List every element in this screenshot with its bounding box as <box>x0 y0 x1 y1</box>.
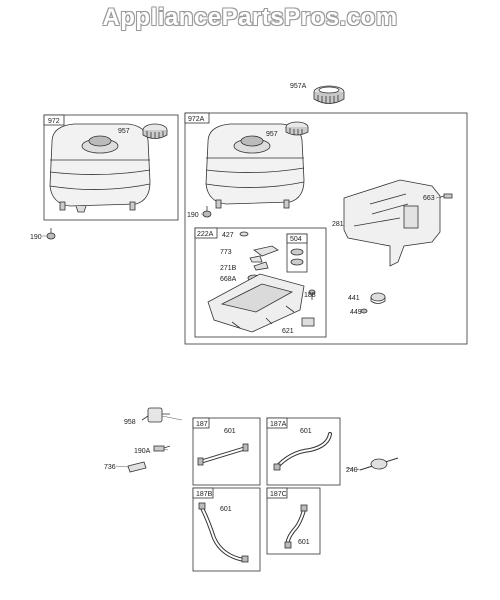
bolt-190-left <box>46 228 56 240</box>
clip-736 <box>127 461 147 473</box>
fuel-cap-957A <box>313 85 345 104</box>
label-957-right: 957 <box>266 131 278 138</box>
box-972-tag <box>43 114 65 126</box>
label-601-d: 601 <box>298 539 310 546</box>
label-427: 427 <box>222 232 234 239</box>
label-972A: 972A <box>188 116 205 123</box>
fuel-cap-957-right <box>285 121 309 136</box>
label-958: 958 <box>124 419 136 426</box>
nut-449 <box>360 308 368 314</box>
fuel-line-187 <box>197 443 249 466</box>
label-187A: 187A <box>270 421 287 428</box>
box-504-tag <box>286 233 308 244</box>
leader-lines <box>42 195 445 471</box>
label-621: 621 <box>282 328 294 335</box>
label-187: 187 <box>196 421 208 428</box>
label-222A: 222A <box>197 231 214 238</box>
label-281: 281 <box>332 221 344 228</box>
label-736: 736 <box>104 464 116 471</box>
box-187A <box>266 417 341 486</box>
clip-427 <box>239 231 249 237</box>
fuel-line-187A <box>273 432 332 471</box>
label-188: 188 <box>304 292 316 299</box>
spring-504 <box>290 248 304 266</box>
label-449: 449 <box>350 309 362 316</box>
fuel-line-187B <box>198 502 249 563</box>
grommet-621 <box>301 317 315 327</box>
label-601-b: 601 <box>300 428 312 435</box>
fuel-filter-240 <box>359 457 399 471</box>
fuel-line-187C <box>284 504 308 549</box>
screw-188 <box>308 289 316 300</box>
box-222A <box>194 227 327 338</box>
link-271B <box>253 261 269 271</box>
label-190A: 190A <box>134 448 151 455</box>
label-190-left: 190 <box>30 234 42 241</box>
label-504: 504 <box>290 236 302 243</box>
watermark: AppliancePartsPros.com <box>102 4 398 31</box>
box-972A-tag <box>184 112 210 124</box>
label-187B: 187B <box>196 491 213 498</box>
box-972A <box>184 112 468 345</box>
label-601-a: 601 <box>224 428 236 435</box>
label-957-left: 957 <box>118 128 130 135</box>
fuel-tank-right <box>205 123 305 209</box>
box-187 <box>192 417 261 486</box>
label-773: 773 <box>220 249 232 256</box>
label-240: 240 <box>346 467 358 474</box>
label-668A: 668A <box>220 276 237 283</box>
box-187C-tag <box>266 487 288 499</box>
box-187A-tag <box>266 417 288 429</box>
label-957A: 957A <box>290 83 307 90</box>
label-187C: 187C <box>270 491 287 498</box>
clamp-441 <box>370 292 386 304</box>
box-222A-tag <box>194 227 218 239</box>
label-972: 972 <box>48 118 60 125</box>
bolt-190-right <box>202 206 212 218</box>
fuel-cap-957-left <box>142 123 168 139</box>
lever-773 <box>249 245 279 263</box>
bolt-190A <box>153 445 171 452</box>
box-187-tag <box>192 417 210 429</box>
label-601-c: 601 <box>220 506 232 513</box>
base-plate <box>207 273 305 333</box>
label-663: 663 <box>423 195 435 202</box>
label-441: 441 <box>348 295 360 302</box>
valve-958 <box>141 407 170 423</box>
label-271B: 271B <box>220 265 237 272</box>
label-190-right: 190 <box>187 212 199 219</box>
fuel-tank-left <box>49 123 151 213</box>
box-972 <box>43 114 179 221</box>
box-187B <box>192 487 261 572</box>
bracket-281 <box>343 179 441 267</box>
box-187B-tag <box>192 487 214 499</box>
box-187C <box>266 487 321 555</box>
